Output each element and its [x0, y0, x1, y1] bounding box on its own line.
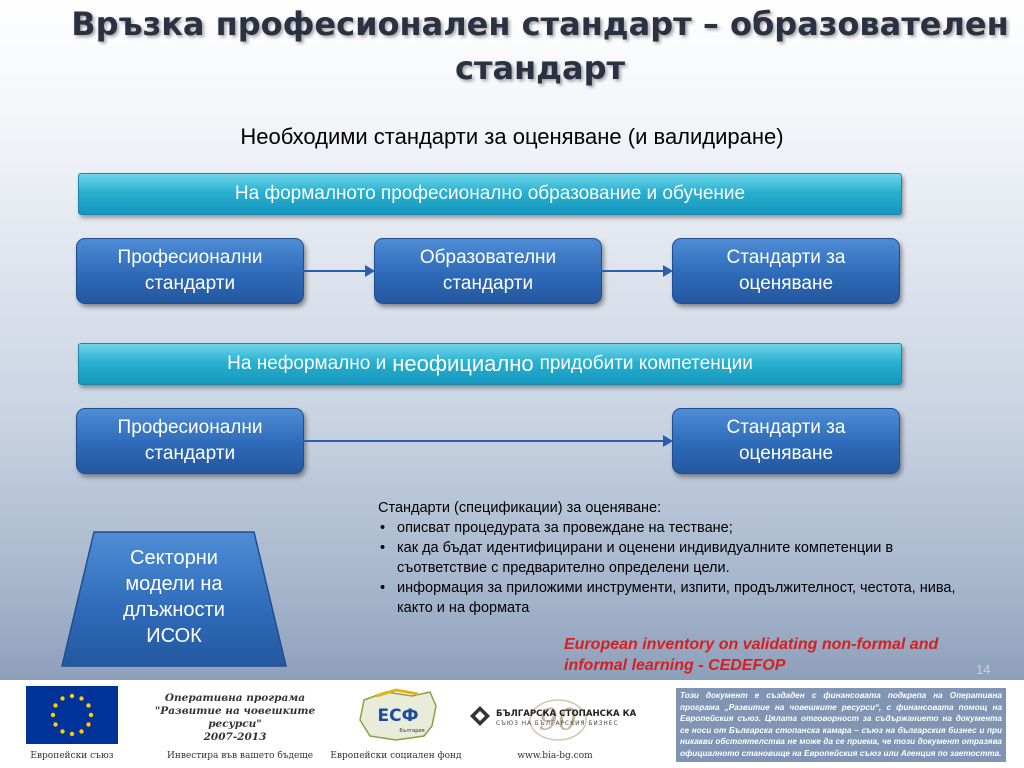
box-label-line1: Образователни: [419, 247, 557, 268]
box-label-line1: Стандарти за: [726, 417, 846, 438]
op-title: Оперативна програма: [164, 692, 306, 704]
bcc-sub: СЪЮЗ НА БЪЛГАРСКИЯ БИЗНЕС: [496, 721, 619, 727]
cedefop-reference: European inventory on validating non-for…: [564, 636, 939, 674]
box-label-line1: Професионални: [117, 417, 263, 438]
banner-informal-part1: На неформално и: [227, 353, 387, 374]
bcc-name: БЪЛГАРСКА СТОПАНСКА КАМАРА: [496, 709, 636, 719]
box-label-line2: стандарти: [144, 443, 236, 464]
notes-list: описват процедурата за провеждане на тес…: [378, 518, 978, 618]
arrow-connector: [601, 265, 673, 277]
bcc-logo: 90 БЪЛГАРСКА СТОПАНСКА КАМАРА СЪЮЗ НА БЪ…: [470, 699, 636, 741]
list-item: информация за приложими инструменти, изп…: [378, 578, 978, 618]
box-label-line2: стандарти: [144, 273, 236, 294]
banner-informal-learning: На неформално и неофициално придобити ко…: [78, 343, 902, 385]
operational-programme: Оперативна програма "Развитие на човешки…: [130, 692, 340, 744]
box-label-line2: оценяване: [738, 443, 834, 464]
banner-formal-education: На формалното професионално образование …: [78, 173, 902, 215]
op-years: 2007-2013: [203, 731, 267, 743]
arrow-connector: [303, 435, 673, 447]
trapezoid-line2: модели на: [125, 573, 223, 595]
trapezoid-line4: ИСОК: [146, 625, 202, 647]
esf-caption: Европейски социален фонд: [330, 751, 462, 761]
bcc-url: www.bia-bg.com: [517, 751, 593, 761]
box-assessment-standards-2: Стандарти за оценяване: [672, 408, 900, 474]
funding-disclaimer: Този документ е създаден с финансовата п…: [676, 688, 1006, 762]
esf-logo-sub: България: [399, 728, 424, 734]
box-label-line1: Стандарти за: [726, 247, 846, 268]
trapezoid-line1: Секторни: [130, 547, 218, 569]
bcc-anniversary: 90: [539, 703, 577, 738]
box-label-line2: оценяване: [738, 273, 834, 294]
trapezoid-label: Секторни модели на длъжности ИСОК: [60, 545, 288, 649]
slide-subtitle: Необходими стандарти за оценяване (и вал…: [240, 124, 784, 149]
banner-informal-part3: придобити компетенции: [539, 353, 753, 374]
slide-title-line2: стандарт: [454, 49, 626, 87]
esf-logo-icon: ЕСФ България: [359, 688, 437, 741]
box-professional-standards-2: Професионални стандарти: [76, 408, 304, 474]
box-educational-standards: Образователни стандарти: [374, 238, 602, 304]
banner-informal-part2: неофициално: [392, 351, 534, 376]
eu-flag-icon: [26, 686, 118, 744]
banner-formal-label: На формалното професионално образование …: [234, 183, 746, 204]
slide-title: Връзка професионален стандарт – образова…: [60, 2, 1020, 90]
trapezoid-line3: длъжности: [123, 599, 225, 621]
op-name: "Развитие на човешките ресурси": [154, 705, 316, 730]
op-caption: Инвестира във вашето бъдеще: [166, 751, 314, 761]
esf-logo-text: ЕСФ: [378, 706, 419, 726]
trapezoid-sector-models: [61, 531, 287, 667]
slide-number: 14: [976, 662, 991, 677]
notes-heading: Стандарти (спецификации) за оценяване:: [378, 500, 662, 516]
list-item: описват процедурата за провеждане на тес…: [378, 518, 978, 538]
slide-title-line1: Връзка професионален стандарт – образова…: [71, 5, 1009, 43]
assessment-notes: Стандарти (спецификации) за оценяване: о…: [378, 498, 978, 618]
arrow-connector: [303, 265, 375, 277]
box-label-line1: Професионални: [117, 247, 263, 268]
eu-caption: Европейски съюз: [30, 751, 114, 761]
box-label-line2: стандарти: [442, 273, 534, 294]
list-item: как да бъдат идентифицирани и оценени ин…: [378, 538, 978, 578]
box-professional-standards-1: Професионални стандарти: [76, 238, 304, 304]
box-assessment-standards-1: Стандарти за оценяване: [672, 238, 900, 304]
